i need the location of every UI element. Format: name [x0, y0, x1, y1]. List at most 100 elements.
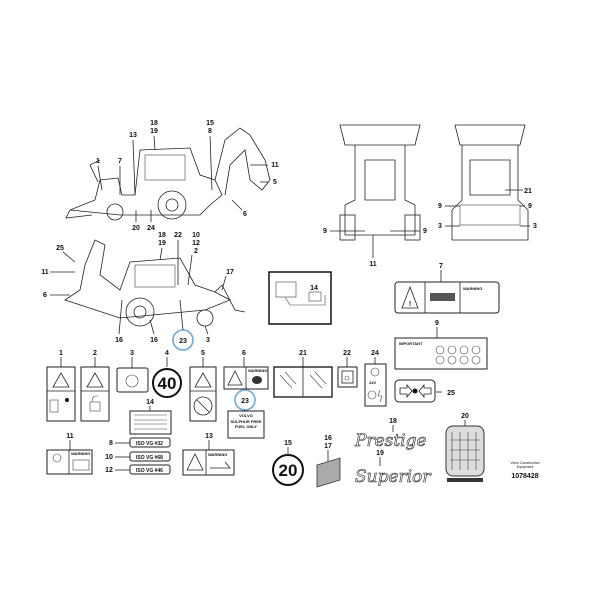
callout-label: 12: [192, 240, 200, 247]
decal-7-warning: 7 ! WARNING: [394, 263, 500, 314]
decal-22: 22: [337, 350, 358, 388]
callout-label: 6: [43, 292, 47, 299]
callout-label: 20: [279, 461, 298, 480]
callout-label: Prestige: [354, 431, 427, 451]
callout-label: 18: [158, 232, 166, 239]
decal-25-arrows: 25: [394, 379, 455, 403]
detail-box-14: 14: [268, 271, 332, 325]
decal-5: 5: [189, 350, 217, 422]
decal-14: 14: [129, 399, 172, 435]
callouts-side-view-1: 1 7 13 18 19 15 8 11 5 6 20 24: [96, 120, 279, 232]
document-footer: Volvo Construction Equipment 1078428: [510, 461, 539, 480]
front-view: 9 9 11: [323, 124, 427, 268]
callout-label: 3: [206, 337, 210, 344]
callout-label: 6: [243, 211, 247, 218]
decal-15-speed-20: 15 20: [272, 440, 304, 486]
callout-label: 3: [438, 223, 442, 230]
callout-label: 2: [93, 350, 97, 357]
callout-label: 21: [524, 188, 532, 195]
callout-label: Superior: [355, 467, 431, 487]
callout-label: 6: [242, 350, 246, 357]
callout-label: WARNING: [248, 368, 267, 373]
callout-label: WARNING: [208, 452, 227, 457]
callout-label: 12: [105, 467, 113, 474]
decal-21: 21: [273, 350, 333, 398]
decal-9-important: 9 IMPORTANT: [394, 320, 488, 370]
callout-label: 18: [150, 120, 158, 127]
callout-label: 11: [41, 269, 49, 276]
document-number: 1078428: [511, 473, 538, 480]
callout-label: 11: [66, 433, 74, 440]
callout-label: 23: [241, 398, 249, 405]
rear-view: 21 9 9 3 3: [438, 124, 537, 241]
callout-label: 24: [371, 350, 379, 357]
callout-label: 16: [150, 337, 158, 344]
callout-label: 3: [130, 350, 134, 357]
callouts-side-view-2: 25 11 6 18 19 22 10 12 2 17 16 16 3 23: [41, 232, 234, 351]
callout-label: 11: [369, 261, 377, 268]
callout-label: 8: [109, 440, 113, 447]
callout-label: Equipment: [517, 465, 534, 469]
callout-label: VOLVO: [239, 413, 253, 418]
callout-label: 17: [324, 443, 332, 450]
decal-6: 6 WARNING: [223, 350, 269, 390]
callout-label: 17: [226, 269, 234, 276]
callout-label: 9: [528, 203, 532, 210]
decal-11: 11 WARNING: [46, 433, 93, 475]
callout-label: 2: [194, 248, 198, 255]
callout-label: 24: [147, 225, 155, 232]
callout-label: ISO VG #46: [136, 468, 163, 474]
callout-label: 40: [158, 374, 177, 393]
decal-4-speed-40: 4 40: [152, 350, 182, 398]
callout-label: 16: [324, 435, 332, 442]
callout-label: 13: [129, 132, 137, 139]
callout-label: 19: [376, 450, 384, 457]
callout-label: 1: [96, 158, 100, 165]
callout-label: 14: [146, 399, 154, 406]
callout-label: WARNING: [71, 451, 90, 456]
callout-label: 24V: [369, 380, 376, 385]
callout-label: !: [409, 301, 411, 308]
decal-1: 1: [46, 350, 76, 422]
reflector-16-17: 16 17: [316, 435, 341, 488]
decal-iso-vg: 8 ISO VG #32 10 ISO VG #68 12 ISO VG #46: [105, 437, 171, 475]
callout-label: 22: [174, 232, 182, 239]
callout-label: FUEL ONLY: [235, 424, 258, 429]
callout-label: 7: [118, 158, 122, 165]
callout-label: 9: [323, 228, 327, 235]
callout-label: 14: [310, 285, 318, 292]
callout-label: 20: [132, 225, 140, 232]
callout-label: 1: [59, 350, 63, 357]
callout-label: 15: [206, 120, 214, 127]
callout-label: 9: [438, 203, 442, 210]
callout-label: 5: [273, 179, 277, 186]
decal-23-fuel: 23 VOLVO SULPHUR FREE FUEL ONLY: [227, 389, 265, 439]
callout-label: 5: [201, 350, 205, 357]
callout-label: SULPHUR FREE: [230, 419, 261, 424]
callout-label: 19: [158, 240, 166, 247]
callout-label: ISO VG #68: [136, 455, 163, 461]
decal-20-badge: 20: [445, 413, 485, 482]
callout-label: 25: [56, 245, 64, 252]
callout-label: 20: [461, 413, 469, 420]
callout-label: 8: [208, 128, 212, 135]
callout-label: 10: [105, 454, 113, 461]
callout-label: 4: [165, 350, 169, 357]
backhoe-side-view-1: [65, 127, 271, 221]
callout-label: 9: [435, 320, 439, 327]
decal-2: 2: [80, 350, 110, 422]
callout-label: 15: [284, 440, 292, 447]
callout-label: 10: [192, 232, 200, 239]
decal-24: 24 24V: [364, 350, 387, 407]
emblem-prestige-superior: 18 Prestige 19 Superior: [354, 418, 432, 487]
callout-label: 18: [389, 418, 397, 425]
callout-label: 7: [439, 263, 443, 270]
callout-label: 22: [343, 350, 351, 357]
callout-label: 13: [205, 433, 213, 440]
callout-label: 23: [179, 338, 187, 345]
callout-label: 9: [423, 228, 427, 235]
callout-label: ISO VG #32: [136, 441, 163, 447]
callout-label: 21: [299, 350, 307, 357]
callout-label: IMPORTANT: [399, 341, 423, 346]
